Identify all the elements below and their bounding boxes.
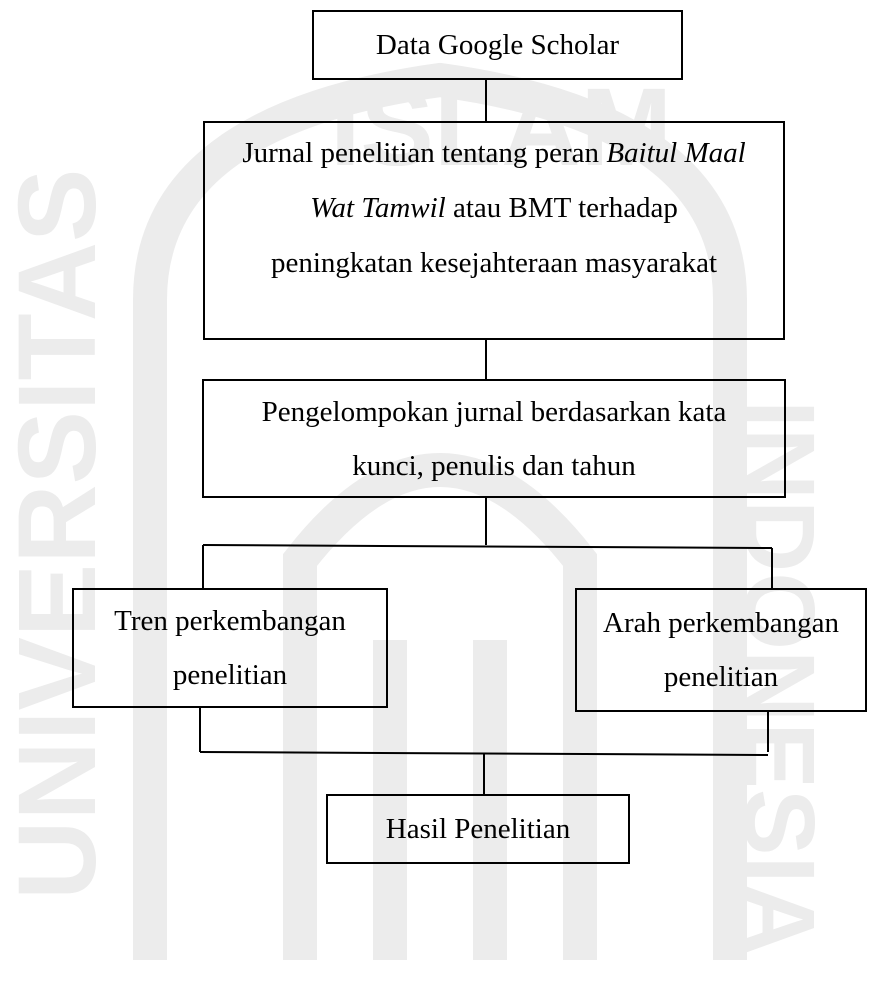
- connector-branch-horizontal: [202, 544, 773, 549]
- node-direction: Arah perkembangan penelitian: [575, 588, 867, 712]
- trend-line1: Tren perkembangan: [114, 605, 346, 637]
- grouping-line1: Pengelompokan jurnal berdasarkan kata: [261, 395, 727, 428]
- journal-line2-italic: Wat Tamwil: [310, 192, 446, 224]
- node-trend: Tren perkembangan penelitian: [72, 588, 388, 708]
- node-data-source: Data Google Scholar: [312, 10, 683, 80]
- trend-line2: penelitian: [172, 659, 288, 691]
- node-result-label: Hasil Penelitian: [385, 812, 571, 845]
- watermark-right-text: INDONESIA: [723, 400, 835, 956]
- direction-line2: penelitian: [663, 661, 779, 693]
- node-data-source-label: Data Google Scholar: [375, 28, 620, 61]
- journal-line1-prefix: Jurnal penelitian tentang peran: [242, 137, 607, 169]
- journal-line3: peningkatan kesejahteraan masyarakat: [270, 247, 718, 279]
- node-result: Hasil Penelitian: [326, 794, 630, 864]
- journal-line1-italic: Baitul Maal: [606, 137, 746, 169]
- grouping-line2: kunci, penulis dan tahun: [352, 449, 636, 482]
- node-grouping: Pengelompokan jurnal berdasarkan kata ku…: [202, 379, 786, 498]
- node-direction-text: Arah perkembangan penelitian: [603, 596, 839, 704]
- direction-line1: Arah perkembangan: [603, 607, 839, 639]
- node-trend-text: Tren perkembangan penelitian: [114, 594, 346, 702]
- journal-line2-suffix: atau BMT terhadap: [445, 192, 678, 224]
- watermark-top-text: ISLAM: [330, 66, 672, 189]
- node-journal-topic: Jurnal penelitian tentang peran Baitul M…: [203, 121, 785, 340]
- connector-merge-horizontal: [199, 751, 769, 756]
- node-grouping-text: Pengelompokan jurnal berdasarkan kata ku…: [262, 385, 727, 493]
- watermark-left-text: UNIVERSITAS: [0, 169, 119, 900]
- node-journal-topic-text: Jurnal penelitian tentang peran Baitul M…: [242, 123, 745, 291]
